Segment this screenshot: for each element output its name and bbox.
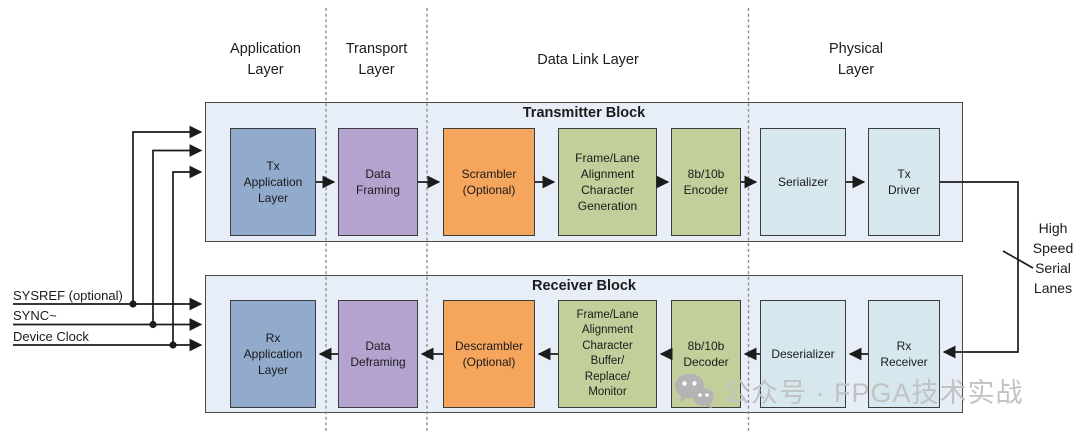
tx-data-framing-box: Data Framing: [338, 128, 418, 236]
rx-frame-lane-alignment-box: Frame/Lane Alignment Character Buffer/ R…: [558, 300, 657, 408]
header-transport-layer: Transport Layer: [345, 41, 408, 78]
rx-deserializer-box: Deserializer: [760, 300, 846, 408]
rx-descrambler-box: Descrambler (Optional): [443, 300, 535, 408]
rx-receiver-box: Rx Receiver: [868, 300, 940, 408]
header-application-layer: Application Layer: [230, 41, 301, 78]
sysref-branch-line: [132, 125, 203, 304]
header-data-link-layer: Data Link Layer: [537, 51, 639, 68]
rx-application-layer-box: Rx Application Layer: [230, 300, 316, 408]
sync-signal-label: SYNC~: [13, 308, 57, 323]
tx-application-layer-box: Tx Application Layer: [230, 128, 316, 236]
high-speed-serial-lanes-label: High Speed Serial Lanes: [1032, 220, 1074, 296]
junction-dots: [129, 300, 177, 349]
device-clock-branch-line: [172, 165, 203, 345]
device-clock-signal-label: Device Clock: [13, 329, 89, 344]
receiver-block-title: Receiver Block: [532, 278, 636, 294]
tx-serializer-box: Serializer: [760, 128, 846, 236]
tx-driver-box: Tx Driver: [868, 128, 940, 236]
sysref-signal-label: SYSREF (optional): [13, 288, 123, 303]
tx-scrambler-box: Scrambler (Optional): [443, 128, 535, 236]
tx-frame-lane-alignment-box: Frame/Lane Alignment Character Generatio…: [558, 128, 657, 236]
rx-data-deframing-box: Data Deframing: [338, 300, 418, 408]
sync-branch-line: [152, 144, 203, 325]
tx-8b10b-encoder-box: 8b/10b Encoder: [671, 128, 741, 236]
rx-8b10b-decoder-box: 8b/10b Decoder: [671, 300, 741, 408]
header-physical-layer: Physical Layer: [829, 41, 883, 78]
transmitter-block-title: Transmitter Block: [522, 105, 646, 121]
